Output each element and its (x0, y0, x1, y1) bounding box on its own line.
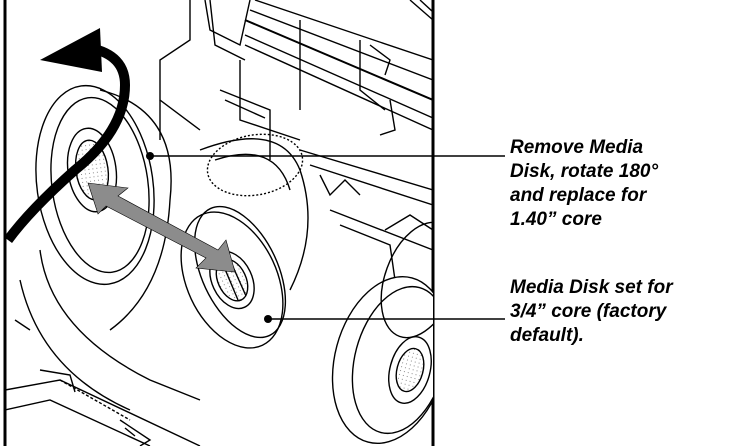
callout-remove-media-disk: Remove Media Disk, rotate 180° and repla… (510, 137, 659, 230)
lower-spool (331, 221, 433, 445)
lower-rod (5, 369, 201, 446)
double-arrow-icon (87, 182, 236, 273)
rotation-arrow-icon (3, 28, 131, 243)
callout-leader-remove (146, 152, 505, 160)
callout-factory-default: Media Disk set for 3/4” core (factory de… (510, 277, 673, 346)
callout-leader-default (264, 315, 505, 323)
printer-housing (159, 0, 433, 281)
